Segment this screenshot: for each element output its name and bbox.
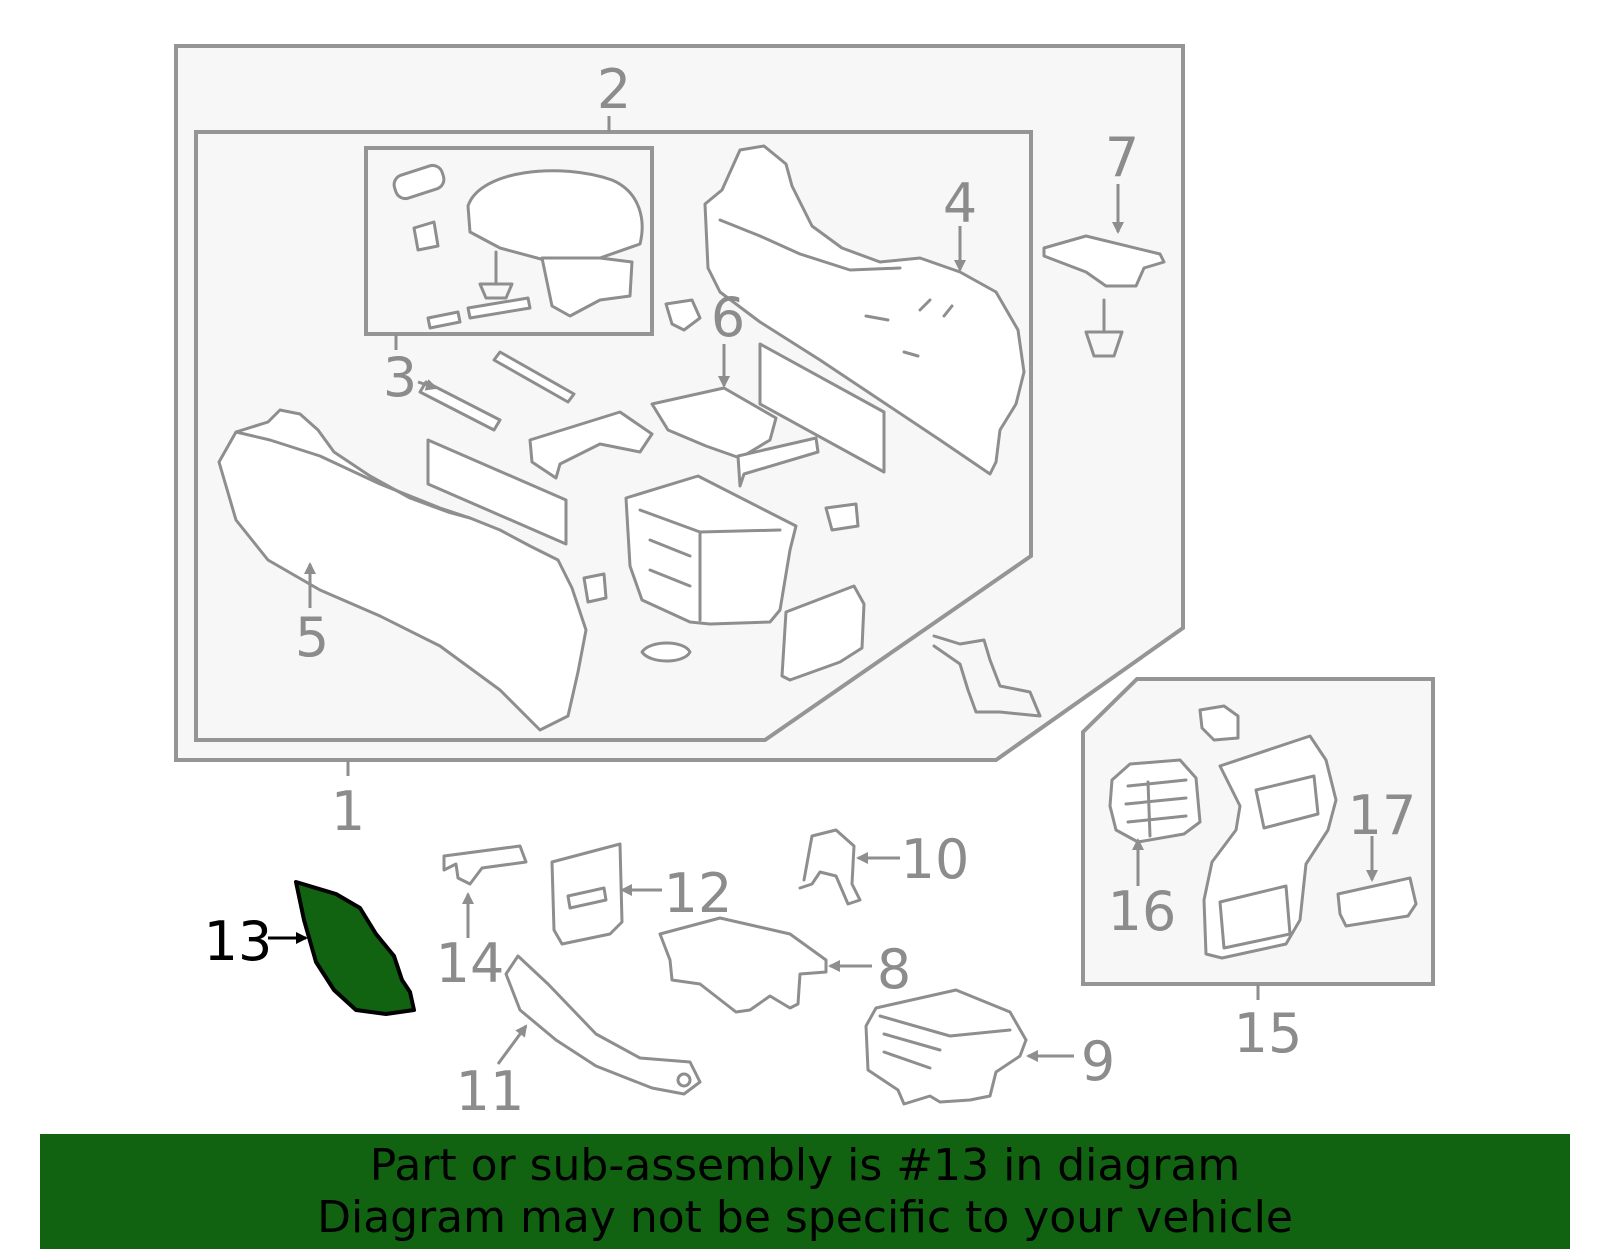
callout-13: 13	[204, 910, 273, 973]
callout-5: 5	[295, 606, 329, 669]
arrow-11	[496, 1024, 528, 1065]
callout-4: 4	[943, 172, 977, 235]
reinforcement-11-hole	[676, 1072, 692, 1088]
rear-clip-15	[1198, 704, 1240, 742]
armrest-pad-3	[426, 310, 462, 330]
screw-7	[1084, 298, 1124, 358]
console-side-panel-detail-4	[718, 218, 954, 358]
console-front-cover-inner-5	[234, 430, 472, 520]
console-box	[624, 474, 798, 626]
clip-6	[664, 298, 702, 332]
cup-holder-tray-6	[650, 386, 778, 460]
trim-strip-b	[418, 380, 502, 432]
arrow-3	[417, 379, 438, 391]
console-rear-bracket	[780, 584, 866, 682]
callout-10: 10	[901, 828, 970, 891]
armrest-lid-3	[466, 169, 644, 264]
callout-16: 16	[1108, 880, 1177, 943]
armrest-latch-3	[392, 163, 446, 201]
rear-console-cover-window	[1254, 774, 1320, 830]
switch-17	[1336, 876, 1418, 928]
reinforcement-11	[504, 954, 702, 1096]
banner-line-1: Part or sub-assembly is #13 in diagram	[369, 1139, 1241, 1191]
callout-9: 9	[1081, 1030, 1115, 1093]
rear-console-cover-lower	[1218, 884, 1292, 950]
callout-1: 1	[331, 780, 365, 843]
banner-line-2: Diagram may not be specific to your vehi…	[317, 1191, 1293, 1243]
callout-15: 15	[1234, 1002, 1303, 1065]
callout-3: 3	[383, 346, 417, 409]
module-9-detail	[878, 1014, 1012, 1070]
console-small-disc	[640, 641, 692, 663]
cup-holder-clip	[736, 436, 820, 488]
console-side-panel-4	[703, 144, 1026, 476]
console-front-cover-5	[217, 408, 588, 732]
callout-7: 7	[1105, 126, 1139, 189]
console-side-trim-13[interactable]	[294, 880, 416, 1016]
info-banner: Part or sub-assembly is #13 in diagram D…	[40, 1134, 1570, 1249]
armrest-pad-b-3	[466, 296, 532, 320]
callout-8: 8	[877, 938, 911, 1001]
trim-bracket	[528, 410, 654, 480]
wire-harness	[932, 634, 1042, 718]
callout-12: 12	[664, 862, 733, 925]
callout-2: 2	[597, 58, 631, 121]
bracket-7	[1042, 234, 1166, 288]
trim-strip-a	[492, 350, 576, 404]
console-box-detail	[638, 508, 782, 622]
callout-14: 14	[436, 932, 505, 995]
rear-vent-16-detail	[1124, 778, 1188, 838]
callout-6: 6	[711, 286, 745, 349]
bracket-8	[658, 916, 828, 1014]
console-small-cap	[824, 502, 860, 532]
armrest-base-3	[540, 256, 634, 318]
clip-14	[442, 844, 528, 886]
bracket-10	[798, 828, 862, 906]
armrest-clip-3	[412, 220, 440, 252]
callout-17: 17	[1348, 784, 1417, 847]
armrest-screw-3	[478, 250, 514, 300]
trim-panel-right	[758, 342, 886, 474]
callout-11: 11	[456, 1060, 525, 1123]
console-small-clip	[582, 572, 608, 604]
module-9	[864, 988, 1028, 1106]
panel-12-detail	[566, 886, 608, 910]
trim-panel-left	[426, 438, 568, 546]
